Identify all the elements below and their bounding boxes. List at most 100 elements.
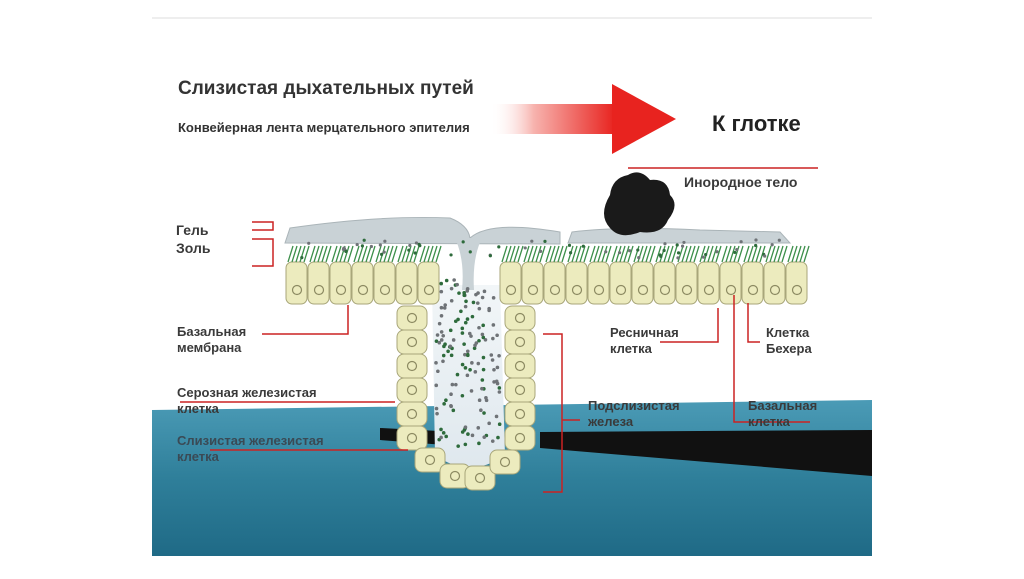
particle [439,338,444,342]
cilium [641,245,648,263]
label-goblet-cell: Клетка Бехера [766,325,812,356]
cilium [799,245,806,263]
particle [495,365,500,370]
particle [477,398,482,403]
particle [476,361,481,366]
cilium [561,245,568,263]
cell-nucleus [449,470,461,482]
cilium [729,245,736,263]
particle [471,300,476,305]
cilium [611,245,618,263]
particle [482,435,487,439]
particle [464,299,468,304]
gland-cell [504,377,536,403]
cell-nucleus [593,284,605,296]
particle [436,369,440,374]
particle [581,244,585,248]
gland-cell [396,401,428,427]
direction-arrow [490,84,676,154]
particle [448,344,453,349]
particle [449,253,453,257]
particle [676,251,681,255]
particle [439,427,443,432]
cell-nucleus [571,284,583,296]
particle [448,328,453,333]
columnar-cell [609,261,632,305]
columnar-cell [329,261,352,305]
gland-cell [396,353,428,379]
cell-nucleus [406,432,418,444]
cilium [409,245,416,263]
particle [754,238,758,242]
particle [462,342,466,346]
particle [491,336,495,341]
cilium [715,245,722,263]
particle [477,306,482,311]
particle [487,308,491,313]
particle [682,240,686,245]
particle [437,321,442,326]
particle [483,337,488,342]
cilium [663,245,670,263]
cilium [615,245,622,263]
columnar-cell [351,261,374,305]
cell-nucleus [406,312,418,324]
particle [604,250,608,254]
particle [481,323,485,328]
gland-cell [396,377,428,403]
cell-nucleus [514,432,526,444]
cilium [583,245,590,263]
particle [362,238,366,242]
cilium [637,245,644,263]
cell-nucleus [637,284,649,296]
cilium [369,245,376,263]
particle [450,382,455,387]
particle [543,239,547,244]
cilia-layer [287,245,810,263]
cilium [781,245,788,263]
particle [459,309,463,314]
cilium [513,245,520,263]
particle [482,411,486,415]
cell-nucleus [514,384,526,396]
cilium [773,245,780,263]
particle [439,305,444,310]
particle [439,313,444,318]
particle [733,250,737,255]
particle [449,286,454,291]
cilium [505,245,512,263]
particle [465,349,470,354]
label-basal-cell: Базальная клетка [748,398,817,429]
particle [443,303,448,307]
label-mucous-cell-line1: Слизистая железистая [177,433,324,448]
particle [492,367,496,372]
particle [300,256,304,260]
cell-nucleus [681,284,693,296]
gland-cell [504,329,536,355]
cilium [347,245,354,263]
particle [468,367,472,372]
particle [463,425,468,429]
particle [466,432,470,436]
label-basal-cell-line2: клетка [748,413,790,429]
columnar-cell [763,261,786,305]
cilium [405,245,412,263]
cilium [357,245,364,263]
label-mucous-cell-line2: клетка [177,448,219,464]
columnar-cell [631,261,654,305]
cilium [787,245,794,263]
columnar-cell [719,261,742,305]
cell-nucleus [357,284,369,296]
label-mucous-cell: Слизистая железистая клетка [177,433,324,464]
cell-nucleus [514,336,526,348]
cilium [353,245,360,263]
particle [378,243,382,247]
particle [680,244,685,248]
cell-nucleus [406,408,418,420]
particle [701,255,705,259]
particle [482,289,487,294]
particle [662,248,666,253]
cilium [361,245,368,263]
mucus-particles [300,238,781,448]
particle [474,292,478,297]
